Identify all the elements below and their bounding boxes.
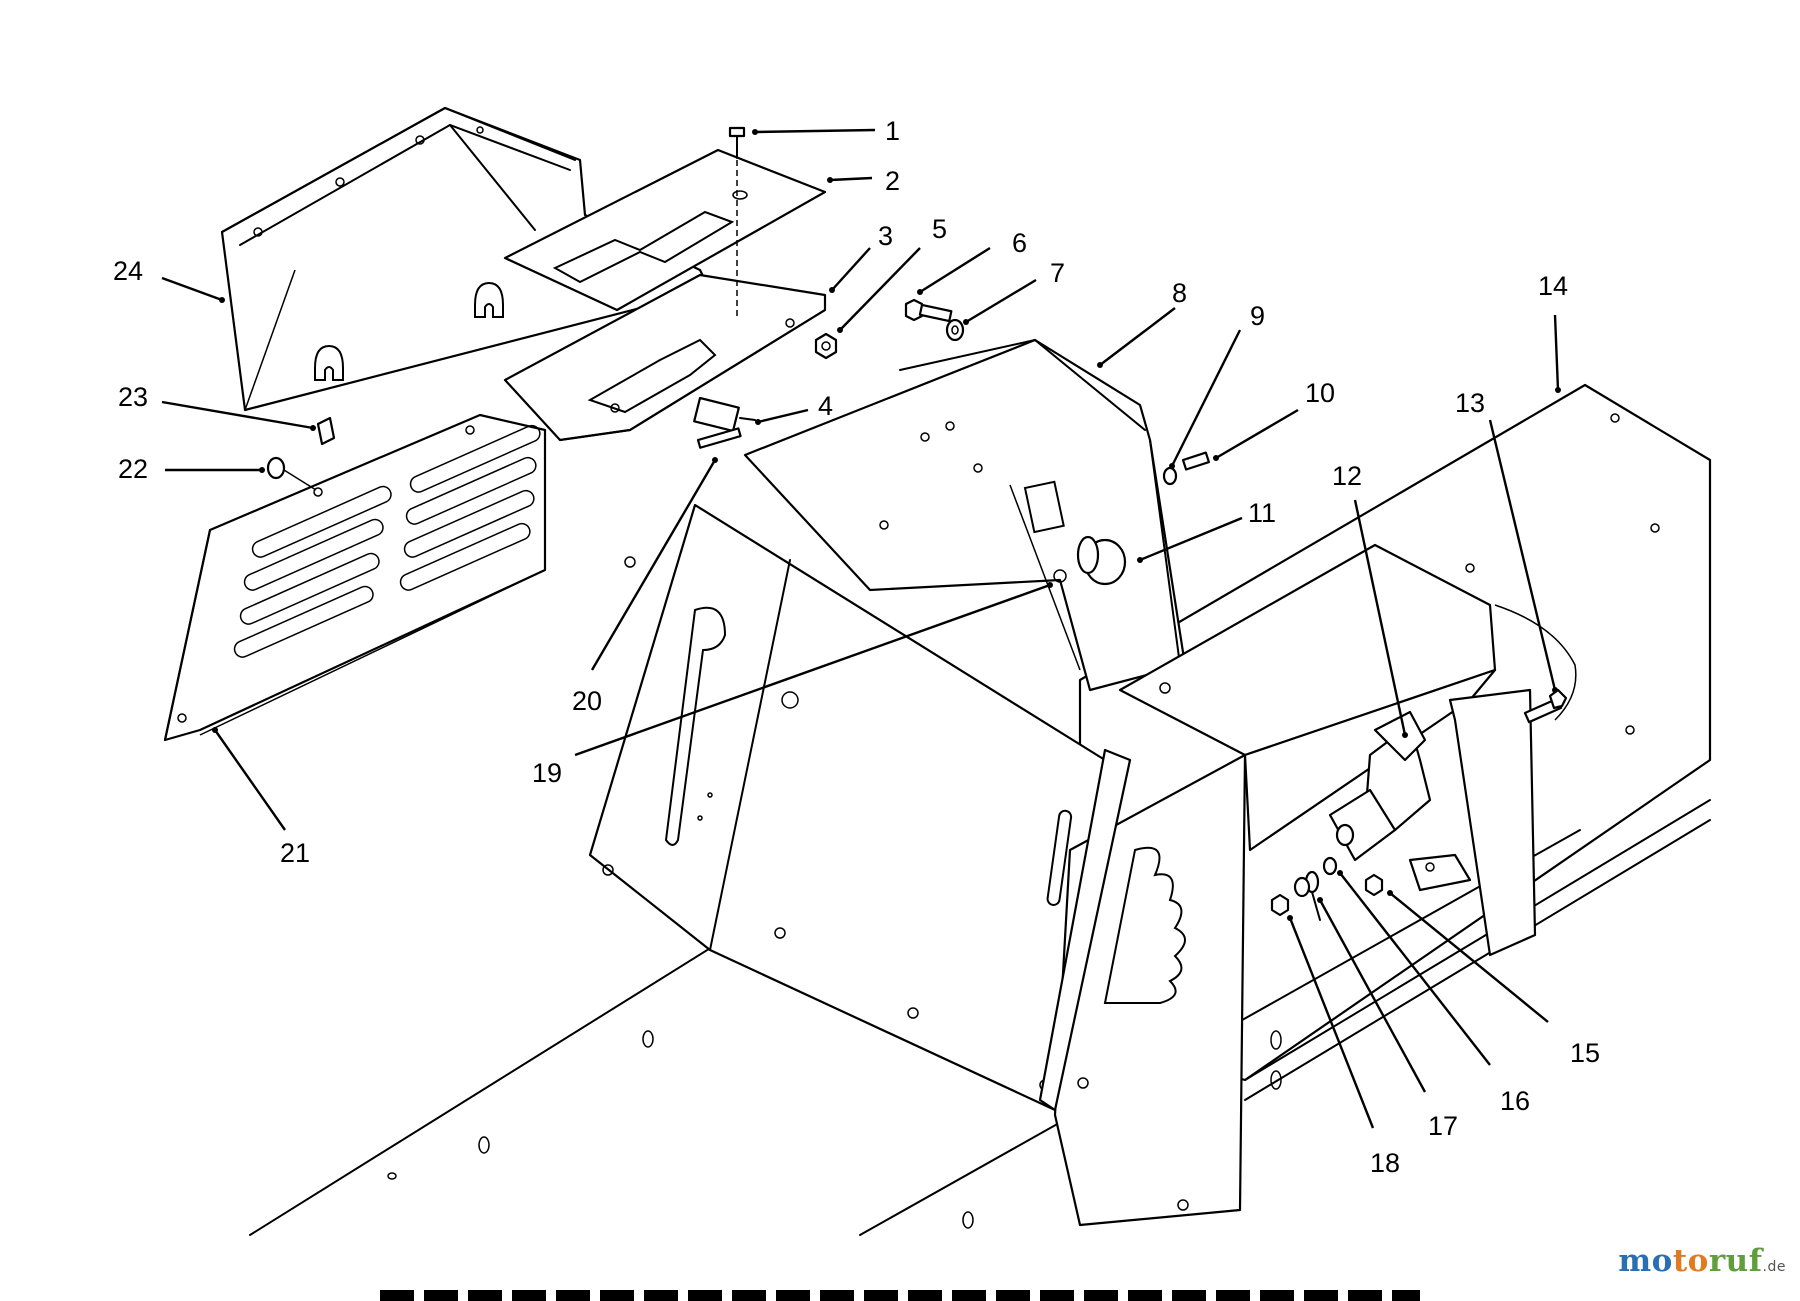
front-panel <box>1038 748 1247 1227</box>
callout-17: 17 <box>1428 1111 1458 1141</box>
watermark-part1: mo <box>1618 1243 1673 1279</box>
callout-4: 4 <box>818 391 833 421</box>
clip-23 <box>316 416 336 446</box>
solenoid-12 <box>1328 710 1432 862</box>
callout-1: 1 <box>885 116 900 146</box>
washer-9 <box>1162 466 1178 486</box>
knob-11 <box>1076 535 1127 586</box>
callout-15: 15 <box>1570 1038 1600 1068</box>
callout-24: 24 <box>113 256 143 286</box>
callout-12: 12 <box>1332 461 1362 491</box>
cropped-caption-strip <box>380 1290 1420 1301</box>
bolt-10 <box>1181 451 1211 471</box>
leader-lines <box>161 128 1561 1129</box>
callout-8: 8 <box>1172 278 1187 308</box>
watermark-tld: .de <box>1762 1259 1786 1275</box>
callout-23: 23 <box>118 382 148 412</box>
vent-slots <box>233 424 541 658</box>
cover-panel <box>503 148 827 312</box>
callout-3: 3 <box>878 221 893 251</box>
callout-5: 5 <box>932 214 947 244</box>
callout-9: 9 <box>1250 301 1265 331</box>
washer-16 <box>1322 856 1338 876</box>
dash-panel <box>588 503 1107 1112</box>
callout-6: 6 <box>1012 228 1027 258</box>
rear-console <box>220 106 712 412</box>
callout-2: 2 <box>885 166 900 196</box>
callout-18: 18 <box>1370 1148 1400 1178</box>
bolt-6 <box>904 298 953 323</box>
watermark-part2: to <box>1672 1243 1709 1279</box>
callout-13: 13 <box>1455 388 1485 418</box>
watermark-part3: ruf <box>1708 1243 1763 1279</box>
callout-7: 7 <box>1050 258 1065 288</box>
vented-side-panel <box>163 413 636 742</box>
nut-15 <box>1364 873 1384 897</box>
callout-16: 16 <box>1500 1086 1530 1116</box>
callout-14: 14 <box>1538 271 1568 301</box>
callout-11: 11 <box>1248 498 1276 528</box>
watermark-logo: motoruf.de <box>1618 1243 1786 1279</box>
screw-22 <box>266 456 323 497</box>
callout-20: 20 <box>572 686 602 716</box>
nut-5 <box>814 332 838 360</box>
micro-switch <box>693 396 756 449</box>
washer-7 <box>945 318 965 342</box>
screw-1 <box>728 126 746 320</box>
callout-19: 19 <box>532 758 562 788</box>
lockwasher-18 <box>1270 876 1311 917</box>
callout-labels: 1 2 3 4 5 6 7 8 9 10 11 12 13 14 15 16 1… <box>113 116 1600 1178</box>
switch-bracket <box>503 273 827 442</box>
callout-22: 22 <box>118 454 148 484</box>
callout-10: 10 <box>1305 378 1335 408</box>
callout-21: 21 <box>280 838 310 868</box>
